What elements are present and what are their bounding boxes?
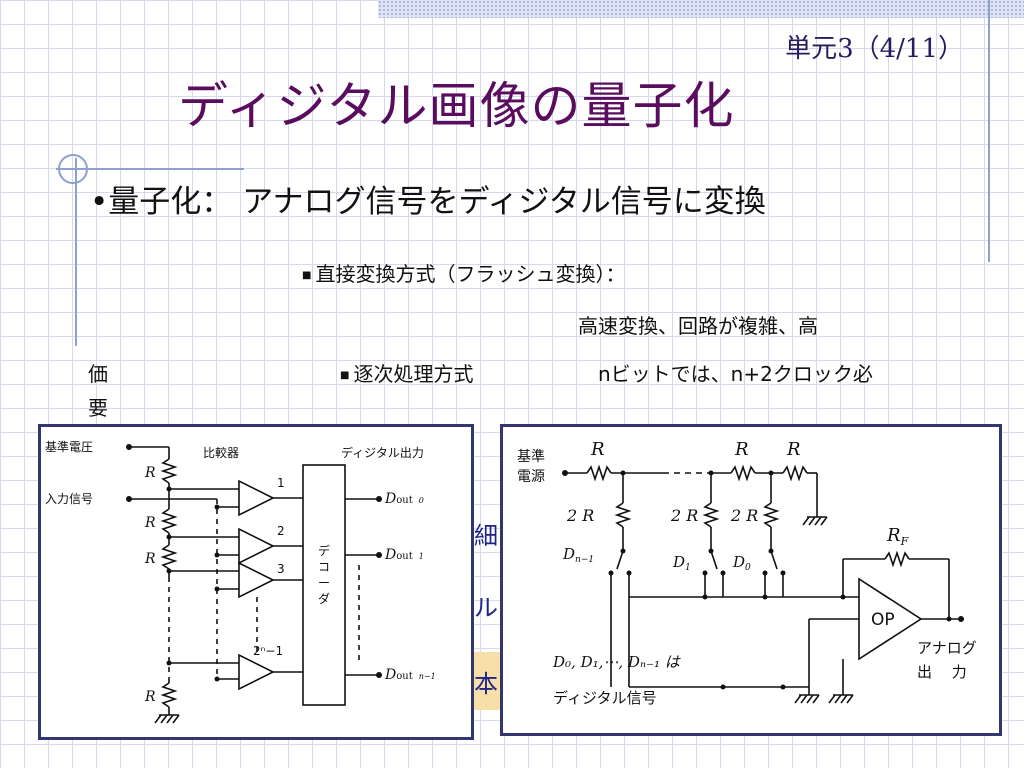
note-need: 要 <box>88 396 108 420</box>
sub-item-successive: ■逐次処理方式 <box>340 358 473 387</box>
switch-label-d0: D0 <box>732 553 751 573</box>
decorative-vertical-line <box>988 0 990 262</box>
highlight-strip <box>474 652 502 710</box>
bullet-square-icon: ■ <box>302 270 312 281</box>
opamp-label: OP <box>871 610 895 630</box>
input-signal-label: 入力信号 <box>45 492 93 506</box>
decorative-left-line <box>75 158 77 346</box>
bullet-square-icon: ■ <box>340 370 350 381</box>
unit-indicator: 単元3（4/11） <box>785 34 964 64</box>
sub-item-label: 逐次処理方式 <box>353 362 474 386</box>
hidden-text: 細 <box>474 522 498 550</box>
ladder-converter-circuit: 基準 電源 R R R 2 R 2 R 2 R RF Dn−1 D1 D0 OP… <box>517 439 977 707</box>
decoder-char: コ <box>318 560 330 574</box>
resistor-label: R <box>144 465 156 481</box>
hidden-text: 本 <box>474 670 498 698</box>
sub-item-label: 直接変換方式（フラッシュ変換）： <box>315 262 626 286</box>
comparator-label: 比較器 <box>203 445 239 460</box>
decoder-char: ー <box>318 576 330 590</box>
note-speed: 高速変換、回路が複雑、高 <box>578 314 818 338</box>
ladder-converter-figure: 基準 電源 R R R 2 R 2 R 2 R RF Dn−1 D1 D0 OP… <box>500 424 1002 736</box>
switch-label-d1: D1 <box>672 553 691 573</box>
decorative-circle <box>58 154 88 184</box>
resistor-label: R <box>734 439 749 460</box>
two-r-label: 2 R <box>566 506 594 525</box>
note-price: 価 <box>88 362 108 386</box>
flash-converter-figure: 基準電圧 入力信号 比較器 ディジタル出力 R R R R 1 2 3 2ⁿ−1… <box>38 424 474 740</box>
ref-source-label: 電源 <box>517 469 545 485</box>
comparator-number: 1 <box>277 476 285 490</box>
analog-output-label: 出 力 <box>917 663 967 681</box>
resistor-label: R <box>590 439 605 460</box>
sub-item-direct: ■直接変換方式（フラッシュ変換）： <box>302 258 625 287</box>
comparator-number: 2 <box>277 524 285 538</box>
resistor-label: R <box>786 439 801 460</box>
two-r-label: 2 R <box>730 506 758 525</box>
digital-output-label: ディジタル出力 <box>341 445 424 460</box>
ref-voltage-label: 基準電圧 <box>45 439 93 454</box>
ref-source-label: 基準 <box>517 448 545 465</box>
decoder-char: ダ <box>318 591 330 606</box>
resistor-label: R <box>144 515 156 531</box>
resistor-label: R <box>144 689 156 705</box>
two-r-label: 2 R <box>670 506 698 525</box>
note-clock: nビットでは、n+2クロック必 <box>598 362 873 386</box>
slide-title: ディジタル画像の量子化 <box>178 77 735 135</box>
caption-signals: D₀, D₁,⋯, Dₙ₋₁ は <box>552 653 681 671</box>
switch-label-msb: Dn−1 <box>562 545 594 565</box>
decoder-char: デ <box>318 543 330 558</box>
main-bullet: •量子化： アナログ信号をディジタル信号に変換 <box>90 184 766 220</box>
resistor-label: R <box>144 551 156 567</box>
comparator-number: 2ⁿ−1 <box>253 644 283 658</box>
hidden-text: ル <box>474 594 498 622</box>
caption-digital: ディジタル信号 <box>553 689 657 707</box>
comparator-number: 3 <box>277 562 285 576</box>
analog-output-label: アナログ <box>917 639 977 657</box>
decorative-horizontal-line <box>56 168 244 170</box>
feedback-resistor-label: RF <box>886 525 909 548</box>
top-pattern-bar <box>378 0 1024 18</box>
flash-converter-circuit: 基準電圧 入力信号 比較器 ディジタル出力 R R R R 1 2 3 2ⁿ−1… <box>45 439 436 724</box>
